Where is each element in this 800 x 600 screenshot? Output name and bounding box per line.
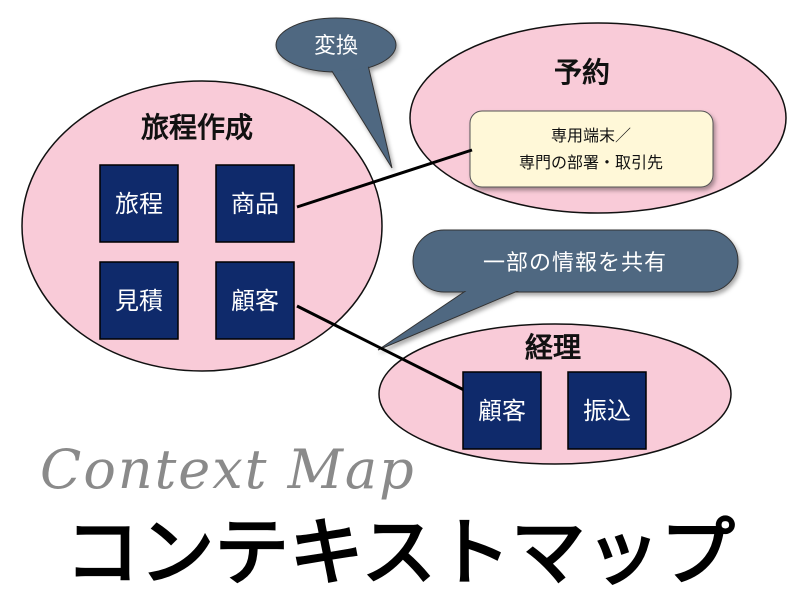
accounting-box-customer: 顧客	[462, 371, 542, 450]
itinerary-context-title: 旅程作成	[141, 111, 253, 144]
product-to-booking-line	[296, 148, 473, 209]
script-title: Context Map	[40, 438, 416, 501]
box-label: 顧客	[478, 397, 526, 425]
accounting-box-transfer: 振込	[567, 371, 647, 450]
shared-callout-text: 一部の情報を共有	[483, 251, 667, 276]
itinerary-box-itinerary: 旅程	[99, 164, 179, 243]
itinerary-box-product: 商品	[215, 164, 295, 243]
booking-note	[469, 110, 714, 188]
itinerary-box-customer: 顧客	[215, 261, 295, 340]
box-label: 顧客	[231, 287, 279, 315]
booking-note-line-1: 専用端末／	[551, 126, 631, 145]
booking-context-title: 予約	[554, 56, 610, 89]
box-label: 振込	[583, 397, 631, 425]
transform-callout-text: 変換	[314, 34, 358, 59]
main-title: コンテキストマップ	[65, 510, 735, 596]
booking-note-line-2: 専門の部署・取引先	[519, 153, 663, 172]
box-label: 見積	[115, 287, 163, 315]
box-label: 商品	[231, 190, 279, 218]
shared-callout	[377, 229, 739, 351]
box-label: 旅程	[115, 190, 163, 218]
accounting-context-title: 経理	[525, 331, 581, 364]
itinerary-box-estimate: 見積	[99, 261, 179, 340]
customer-to-accounting-line	[296, 304, 471, 395]
transform-callout	[275, 17, 397, 169]
